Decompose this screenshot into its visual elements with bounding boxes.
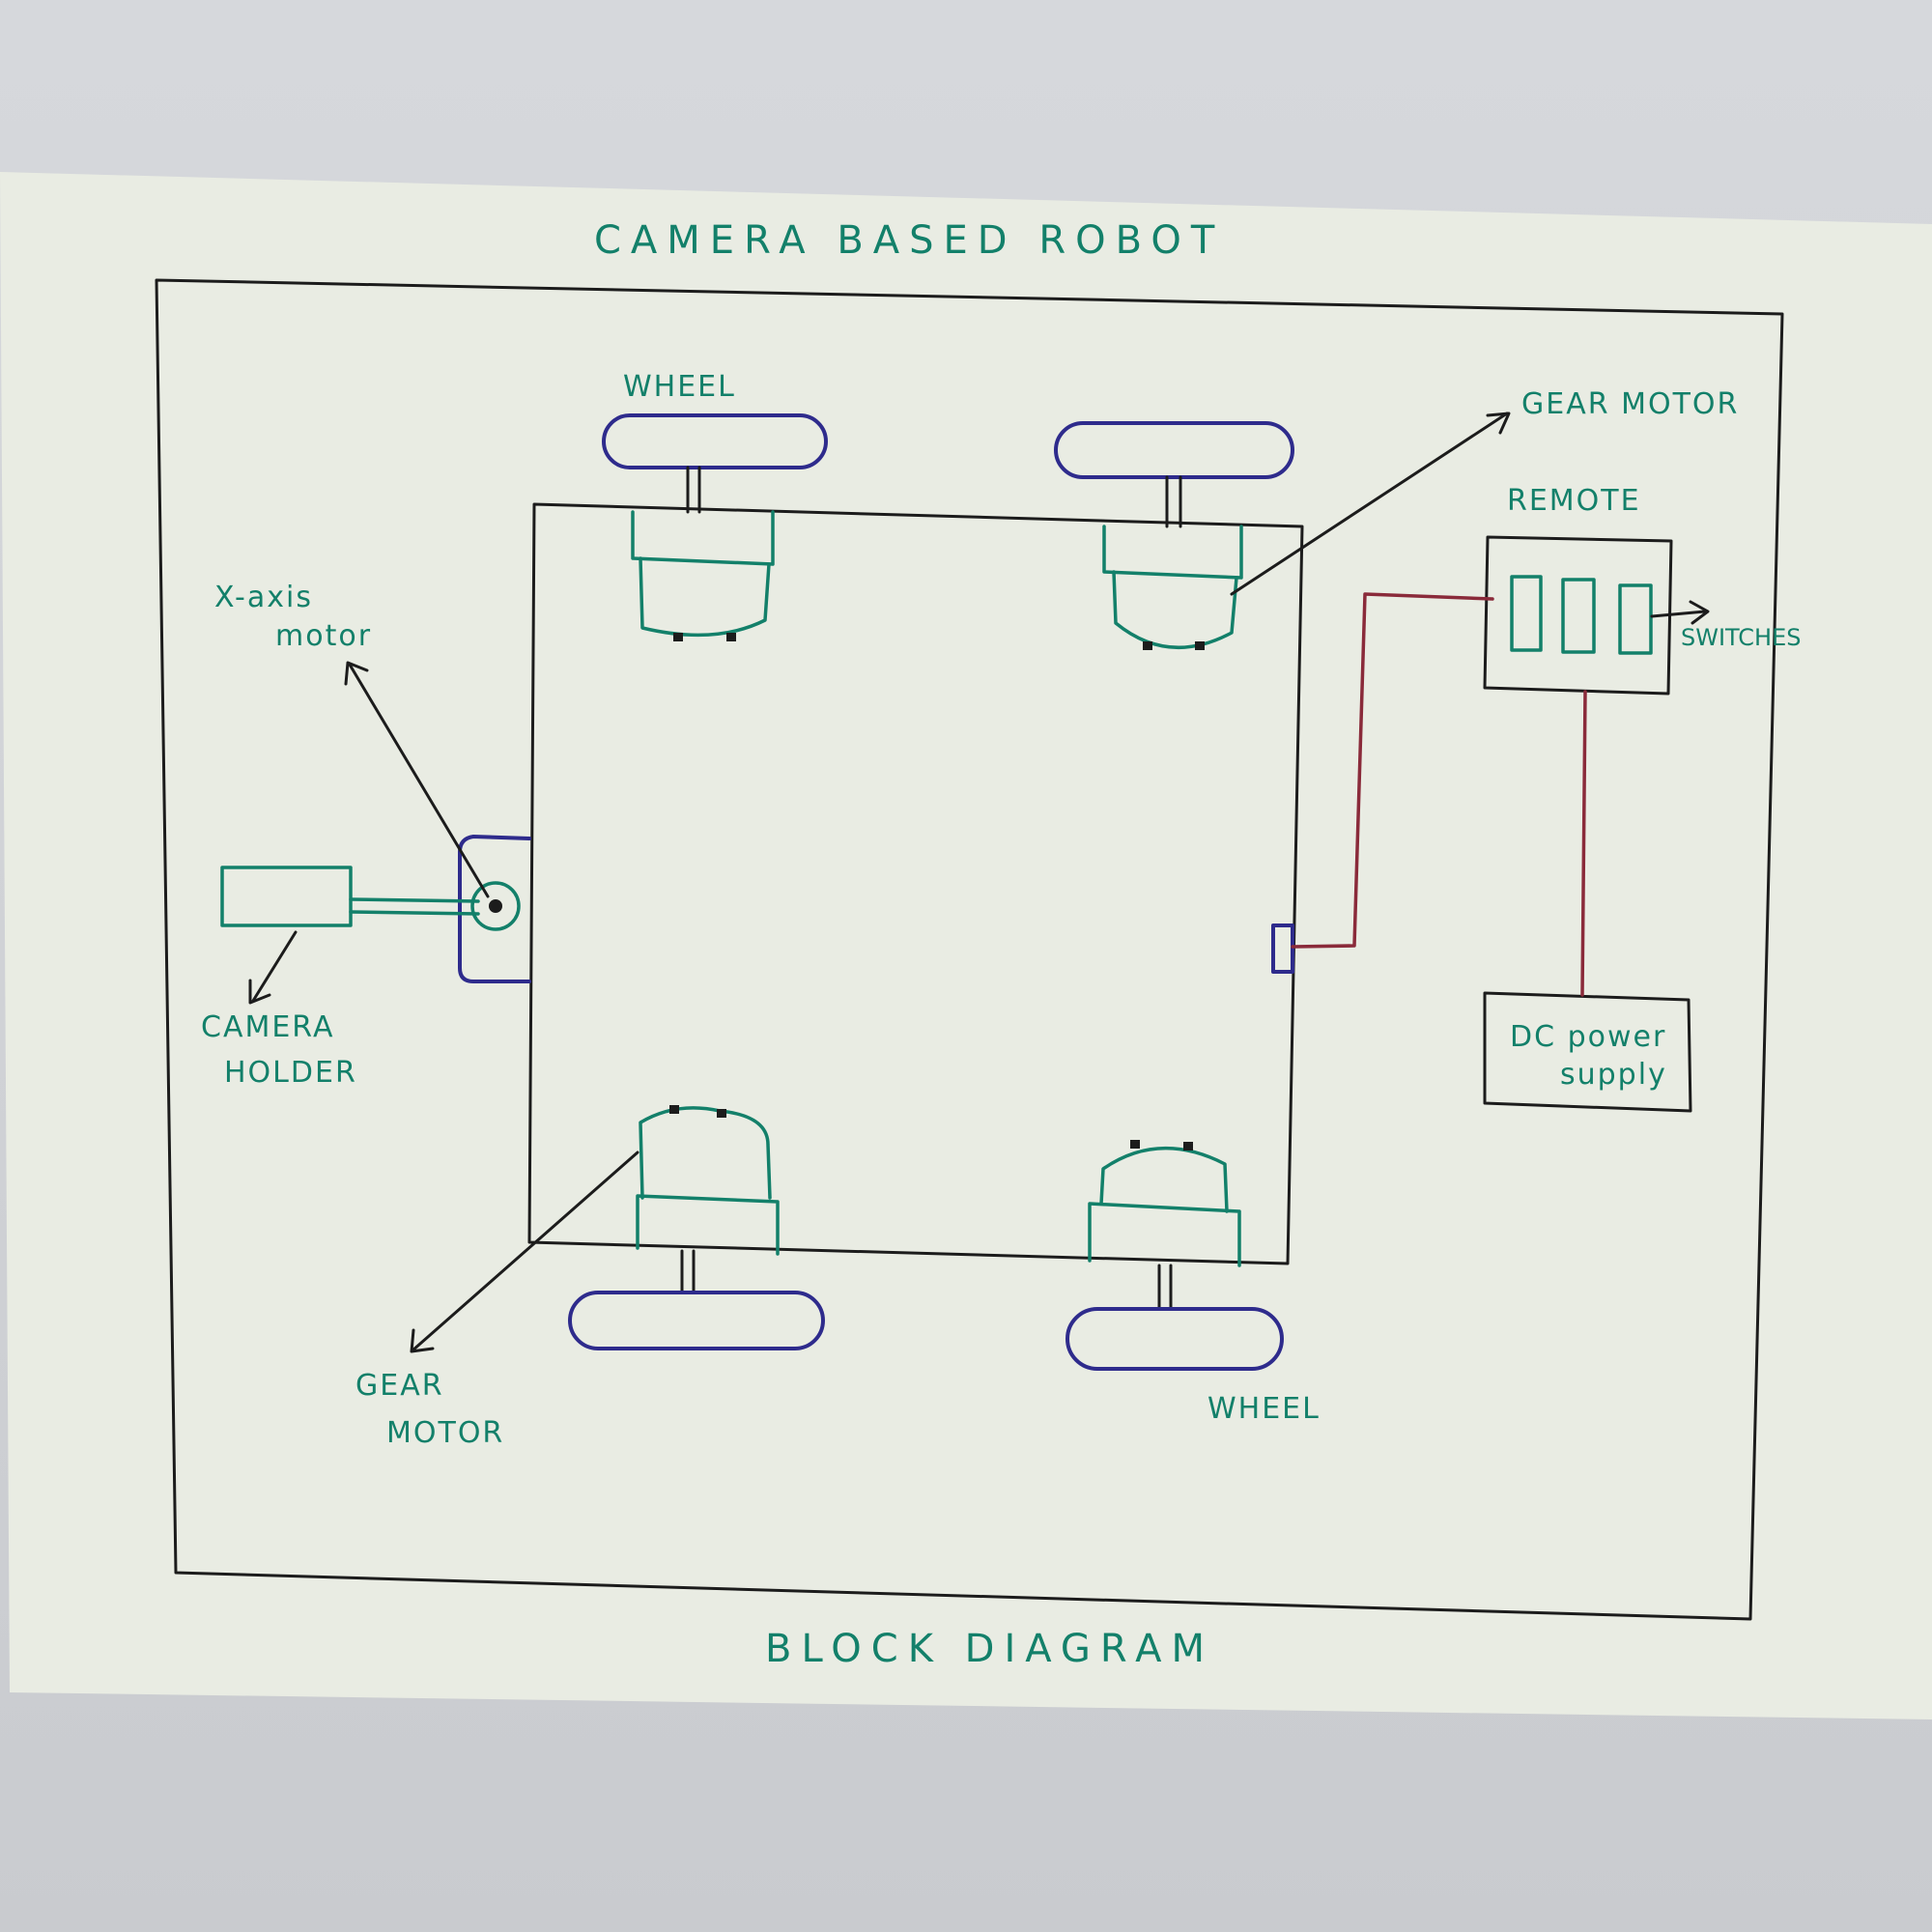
label-remote: REMOTE [1507,484,1641,518]
wheel-shape [602,413,828,469]
label-wheel-bottom: WHEEL [1208,1392,1321,1426]
camera-holder-arrow [248,930,298,1005]
label-camera-holder-line2: HOLDER [224,1056,357,1090]
dc-power-supply-box [1483,991,1692,1113]
wire-chassis-to-remote [1291,592,1494,949]
switch-3 [1618,583,1653,655]
label-dc-supply-line1: DC power [1510,1020,1666,1054]
switch-2 [1561,578,1596,654]
wheel-bottom-left [568,1249,825,1350]
gear-motor-bottom-right [1088,1140,1241,1267]
gear-motor-left-arrow [410,1151,639,1353]
camera-holder [220,866,480,927]
label-wheel-top: WHEEL [623,370,736,404]
label-dc-supply-line2: supply [1560,1058,1667,1092]
gear-motor-right-arrow [1230,412,1511,596]
wheel-shape [1054,421,1294,479]
diagram-title: CAMERA BASED ROBOT [594,218,1224,263]
remote [1483,535,1673,696]
x-axis-motor [458,835,531,983]
wheel-bottom-right [1065,1264,1284,1371]
label-x-axis-line2: motor [275,619,372,653]
connector-block [1271,923,1294,974]
switch-1 [1510,575,1543,652]
gear-motor-top-right [1102,525,1243,650]
gear-motor-top-left [631,510,775,641]
label-camera-holder-line1: CAMERA [201,1010,334,1044]
label-switches: SWITCHES [1681,624,1802,651]
label-x-axis-line1: X-axis [214,581,313,614]
label-gear-motor-left-line1: GEAR [355,1369,444,1403]
wheel-top-left [602,413,828,514]
label-gear-motor-left-line2: MOTOR [386,1416,504,1450]
gear-motor-bottom-left [636,1105,780,1256]
wheel-shape [568,1291,825,1350]
paper-sheet [0,172,1932,1719]
wheel-shape [1065,1307,1284,1371]
label-gear-motor-right: GEAR MOTOR [1521,387,1739,421]
robot-chassis [527,502,1304,1265]
switches-arrow [1650,600,1710,625]
wire-remote-to-supply [1580,690,1587,997]
diagram-caption: BLOCK DIAGRAM [765,1627,1214,1671]
outer-frame [155,278,1784,1621]
x-axis-motor-arrow [344,661,490,898]
wheel-top-right [1054,421,1294,528]
